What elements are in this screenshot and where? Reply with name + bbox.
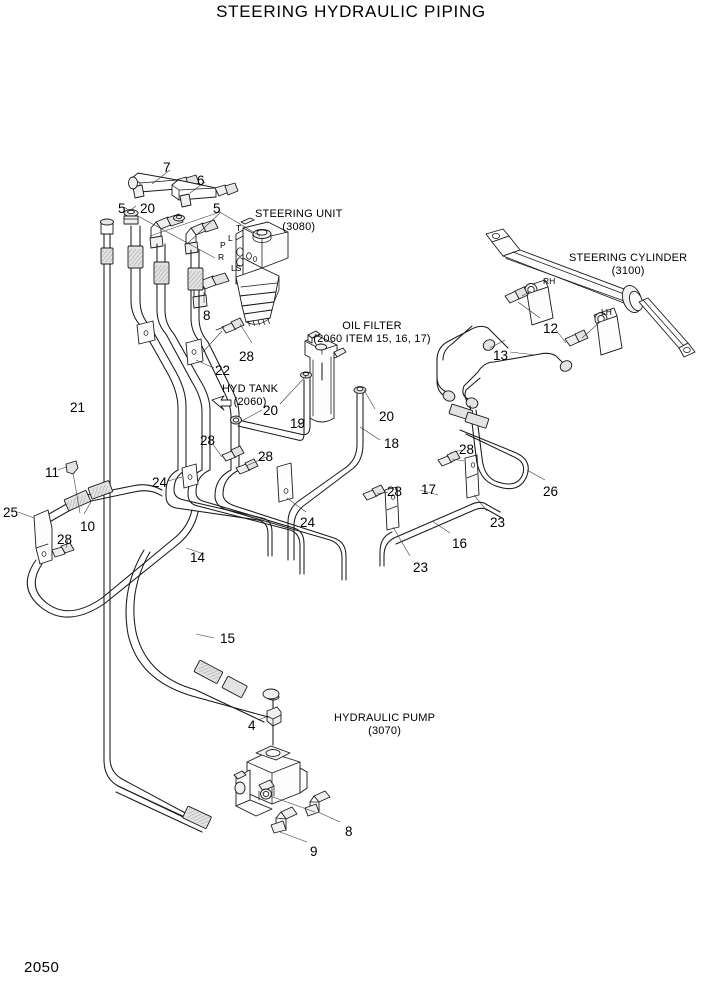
bracket-24-right (276, 462, 294, 503)
oil-filter-body (304, 330, 347, 423)
callout-13: 13 (493, 348, 509, 363)
clamp-bracket-22 (185, 338, 204, 366)
bracket-23-right (464, 454, 480, 499)
callout-18: 18 (384, 436, 400, 451)
callout-25: 25 (3, 505, 19, 520)
callout-19: 19 (290, 416, 306, 431)
callout-14: 14 (190, 550, 206, 565)
caption-steering-unit-label: STEERING UNIT (255, 208, 343, 220)
callout-9: 9 (310, 844, 318, 859)
caption-oil-filter: OIL FILTER (2060 ITEM 15, 16, 17) (313, 320, 431, 345)
port-r-label: R (218, 252, 225, 262)
hose-15 (125, 549, 280, 723)
elbow-cluster-left (123, 209, 139, 225)
adapter-rh (504, 286, 529, 304)
tube-bank-left (100, 218, 240, 826)
plug-11 (65, 460, 79, 475)
caption-hyd-tank: HYD TANK (2060) (222, 383, 278, 408)
caption-hyd-tank-code: (2060) (233, 395, 267, 408)
bracket-23-left (384, 486, 400, 531)
tee-6 (171, 179, 239, 208)
callout-28a: 28 (239, 349, 255, 364)
caption-steering-cylinder: STEERING CYLINDER (3100) (569, 252, 687, 277)
callout-23b: 23 (413, 560, 429, 575)
tee-7 (128, 172, 200, 199)
callout-28f: 28 (57, 532, 73, 547)
tube-16 (379, 501, 503, 567)
caption-steering-cylinder-label: STEERING CYLINDER (569, 252, 688, 264)
tube-13 (462, 352, 567, 407)
callout-4: 4 (248, 718, 256, 733)
callout-8a: 8 (203, 308, 211, 323)
caption-hydraulic-pump: HYDRAULIC PUMP (3070) (334, 712, 435, 737)
page-number: 2050 (24, 959, 60, 976)
callout-8b: 8 (345, 824, 353, 839)
clamp-25 (33, 509, 53, 565)
callout-28d: 28 (459, 442, 475, 457)
callout-10: 10 (80, 519, 96, 534)
hose-26 (448, 403, 529, 490)
callout-16: 16 (452, 536, 468, 551)
callout-15: 15 (220, 631, 236, 646)
tube-19 (230, 379, 311, 441)
clamp-bracket-a (136, 320, 156, 345)
callout-21: 21 (70, 400, 86, 415)
callout-24a: 24 (152, 475, 168, 490)
callout-11: 11 (45, 465, 60, 480)
bolt-28-b (221, 445, 245, 462)
callout-20c: 20 (379, 409, 395, 424)
caption-steering-unit-code: (3080) (282, 220, 316, 233)
caption-oil-filter-code: (2060 ITEM 15, 16, 17) (313, 332, 431, 345)
caption-hydraulic-pump-label: HYDRAULIC PUMP (334, 712, 436, 724)
hydraulic-pump-body (233, 745, 308, 817)
caption-oil-filter-label: OIL FILTER (342, 320, 402, 332)
caption-hyd-tank-label: HYD TANK (222, 383, 279, 395)
adapter-lh (564, 329, 589, 347)
callout-6: 6 (197, 173, 205, 188)
port-rh-label: RH (543, 276, 556, 286)
caption-steering-unit: STEERING UNIT (3080) (255, 208, 343, 233)
steering-unit-body (235, 217, 289, 327)
elbow-b (184, 219, 219, 255)
callout-22: 22 (215, 363, 231, 378)
caption-hydraulic-pump-code: (3070) (368, 724, 402, 737)
callout-20a: 20 (140, 201, 156, 216)
bolt-28-f (51, 542, 75, 558)
callout-26: 26 (543, 484, 559, 499)
callout-24b: 24 (300, 515, 316, 530)
port-ls-label: LS (231, 263, 242, 273)
elbow-a (149, 213, 184, 249)
callout-28b: 28 (200, 433, 216, 448)
callout-20b: 20 (263, 403, 279, 418)
bracket-24-left (181, 463, 199, 489)
callout-5b: 5 (213, 201, 221, 216)
callout-5a: 5 (118, 201, 126, 216)
adapter-4 (266, 706, 282, 727)
page-title: STEERING HYDRAULIC PIPING (216, 2, 486, 21)
bolt-28-a (215, 317, 245, 334)
callout-17: 17 (421, 482, 437, 497)
callout-28c: 28 (258, 449, 274, 464)
hose-14 (26, 509, 199, 618)
pump-elbow-9 (270, 806, 298, 834)
bolt-28-d (362, 484, 386, 501)
port-lh-label: LH (601, 307, 612, 317)
port-p-label: P (220, 240, 226, 250)
hose-lower-left (115, 785, 212, 833)
bolt-28-e (437, 450, 461, 467)
tube-18 (287, 386, 367, 561)
steering-cylinder-body (485, 228, 696, 358)
port-l-label: L (228, 233, 233, 243)
caption-steering-cylinder-code: (3100) (611, 264, 645, 277)
callout-7: 7 (163, 160, 171, 175)
callout-28e: 28 (387, 484, 403, 499)
callout-23a: 23 (490, 515, 506, 530)
hyd-tank-arrow (211, 395, 232, 411)
hose-10 (41, 480, 163, 525)
pump-elbow-8 (304, 790, 331, 817)
port-t-label: T (236, 223, 242, 233)
callout-12: 12 (543, 321, 559, 336)
